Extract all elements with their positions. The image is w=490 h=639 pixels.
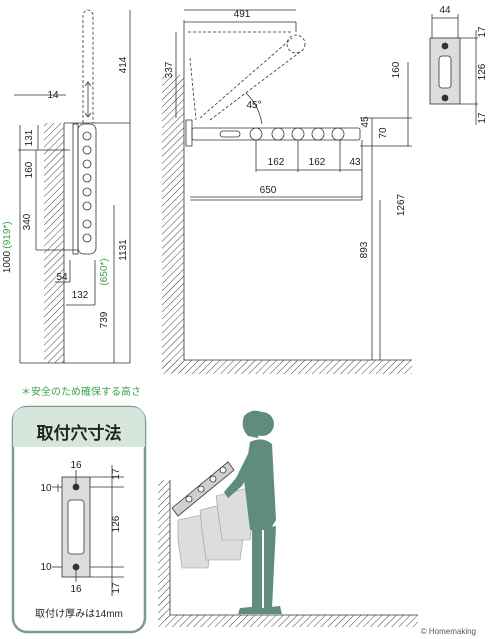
copyright: © Homemaking — [421, 627, 476, 636]
wall-mount-plate — [185, 119, 193, 147]
side-view-dim-2: 131 — [24, 129, 35, 146]
illus-raised-arm — [171, 461, 235, 517]
usage-illustration — [158, 410, 418, 627]
front-view-dim-1: 337 — [164, 61, 175, 78]
panel-title: 取付穴寸法 — [37, 423, 122, 443]
mount-panel-dim-4: 16 — [70, 584, 82, 595]
horizontal-arm — [191, 127, 361, 141]
mount-thickness-caption: 取付け厚みは14mm — [35, 607, 123, 620]
side-view-dim-11: 1131 — [118, 239, 129, 261]
side-view-dim-7: 54 — [56, 272, 68, 283]
front-view-dim-7: 45 — [360, 116, 371, 128]
illus-wall-hatch — [158, 480, 170, 620]
side-view — [14, 9, 131, 364]
side-bracket — [77, 123, 97, 255]
side-view-dim-10: (650*) — [99, 258, 110, 285]
mount-panel-dim-5: 10 — [40, 562, 52, 573]
side-view-dim-4: 340 — [22, 213, 33, 230]
person-silhouette — [224, 410, 282, 614]
panel-header-bg — [13, 407, 145, 447]
front-view-dim-10: 1267 — [396, 193, 407, 216]
side-view-dim-9: 739 — [99, 311, 110, 328]
mount-panel-dim-2: 10 — [40, 483, 52, 494]
side-view-dim-8: 132 — [72, 290, 89, 301]
dimension-labels: 414 14 131 160 340 1000 (919*) 54 132 739 (650*) 11… — [2, 5, 488, 595]
front-view-dim-3: 162 — [268, 157, 285, 168]
front-view — [162, 9, 412, 374]
side-view-dim-6: (919*) — [2, 221, 13, 248]
folded-arm-outline — [82, 9, 94, 123]
hanging-laundry — [177, 487, 255, 569]
top-bracket-view — [429, 14, 478, 125]
front-floor-hatch — [162, 360, 412, 374]
front-view-dim-9: 160 — [391, 61, 402, 78]
front-view-dim-8: 70 — [378, 127, 389, 139]
raised-arm-outline — [199, 37, 301, 121]
mount-panel-dim-0: 16 — [70, 460, 82, 471]
top-bracket-dim-3: 17 — [477, 112, 488, 124]
side-view-dim-0: 414 — [118, 56, 129, 73]
top-bracket-dim-1: 17 — [477, 26, 488, 38]
mount-panel-dim-1: 17 — [111, 468, 122, 480]
safety-height-note: ＊安全のため確保する高さ — [21, 385, 141, 398]
front-wall-hatch — [162, 75, 184, 372]
top-bracket-dim-0: 44 — [439, 5, 451, 16]
mount-hole-panel: 取付穴寸法 取付け厚みは14mm — [11, 405, 147, 634]
mount-panel-dim-6: 17 — [111, 582, 122, 594]
front-view-dim-4: 162 — [309, 157, 326, 168]
side-view-dim-1: 14 — [47, 90, 59, 101]
front-view-dim-11: 893 — [359, 241, 370, 258]
side-view-dim-3: 160 — [24, 161, 35, 178]
top-bracket-dim-2: 126 — [477, 63, 488, 80]
side-wall-hatch — [44, 123, 64, 363]
front-view-dim-2: 45° — [246, 100, 261, 111]
side-view-dim-5: 1000 — [2, 250, 13, 273]
front-view-dim-6: 650 — [260, 185, 277, 196]
mount-panel-dim-3: 126 — [111, 515, 122, 532]
illus-floor-hatch — [158, 615, 418, 627]
front-view-dim-0: 491 — [234, 9, 251, 20]
front-view-dim-5: 43 — [349, 157, 361, 168]
